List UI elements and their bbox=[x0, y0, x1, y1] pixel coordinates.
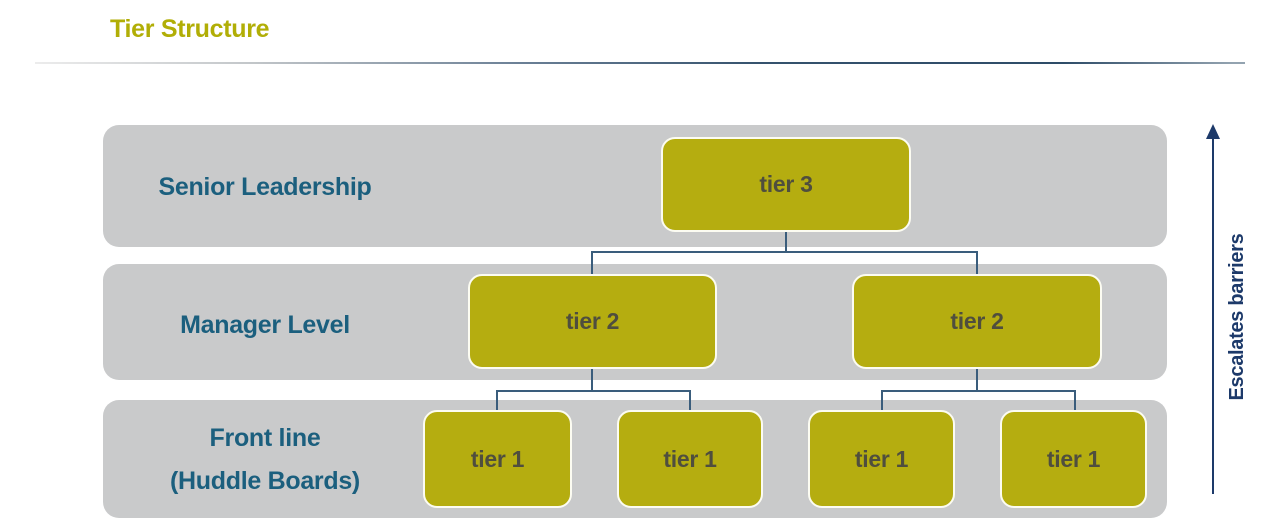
tier1-box-4: tier 1 bbox=[1000, 410, 1147, 508]
band-senior-leadership bbox=[103, 125, 1167, 247]
connector-tier2-right-drop bbox=[976, 251, 978, 274]
connector-tier3-crossbar bbox=[591, 251, 978, 253]
connector-tier1-drop-1 bbox=[496, 390, 498, 410]
tier2-box-left: tier 2 bbox=[468, 274, 717, 369]
escalation-arrow-label: Escalates barriers bbox=[1226, 233, 1248, 401]
connector-tier2-right-crossbar bbox=[881, 390, 1076, 392]
tier2-box-right: tier 2 bbox=[852, 274, 1102, 369]
band-label-front-line-line2: (Huddle Boards) bbox=[170, 467, 360, 495]
tier3-box: tier 3 bbox=[661, 137, 911, 232]
tier1-box-1: tier 1 bbox=[423, 410, 572, 508]
connector-tier2-left-stem bbox=[591, 369, 593, 391]
connector-tier3-stem bbox=[785, 232, 787, 252]
band-label-manager-level: Manager Level bbox=[180, 311, 350, 339]
connector-tier2-left-crossbar bbox=[496, 390, 691, 392]
escalation-arrow-line bbox=[1212, 137, 1214, 494]
escalation-arrow-up-icon bbox=[1206, 124, 1220, 139]
page-title: Tier Structure bbox=[110, 15, 270, 43]
connector-tier1-drop-3 bbox=[881, 390, 883, 410]
connector-tier1-drop-4 bbox=[1074, 390, 1076, 410]
title-divider-line bbox=[35, 62, 1245, 64]
connector-tier2-left-drop bbox=[591, 251, 593, 274]
connector-tier1-drop-2 bbox=[689, 390, 691, 410]
band-label-front-line-line1: Front line bbox=[209, 424, 321, 452]
tier1-box-2: tier 1 bbox=[617, 410, 763, 508]
band-label-front-line: Front line (Huddle Boards) bbox=[120, 417, 410, 503]
band-label-senior-leadership: Senior Leadership bbox=[158, 173, 372, 201]
connector-tier2-right-stem bbox=[976, 369, 978, 391]
tier1-box-3: tier 1 bbox=[808, 410, 955, 508]
